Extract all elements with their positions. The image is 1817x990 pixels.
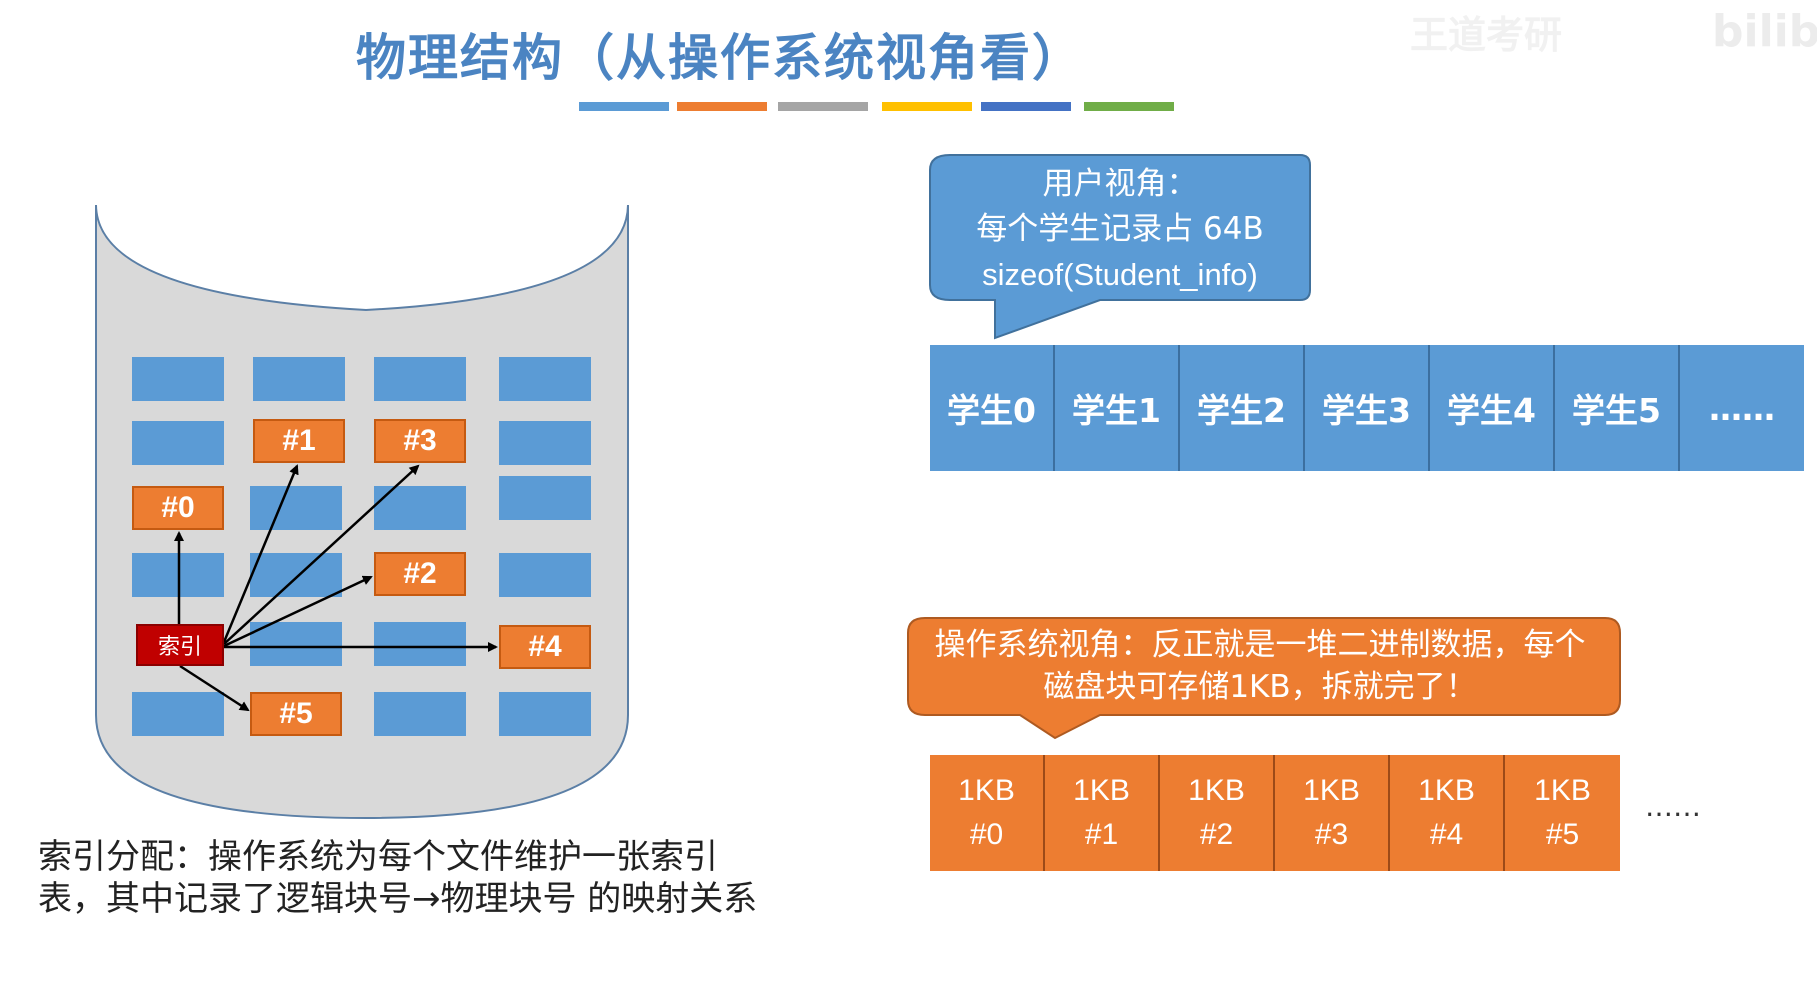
disk-block-3: #3 (374, 419, 466, 463)
user-view-bubble-shape (929, 154, 1311, 340)
disk-block (499, 421, 591, 465)
color-bar (778, 102, 868, 111)
disk-block-1: #1 (253, 419, 345, 463)
os-block-number: #0 (969, 818, 1004, 851)
os-block-size: 1KB (958, 774, 1015, 807)
os-block-1: 1KB #1 (1045, 755, 1160, 871)
os-block-number: #1 (1084, 818, 1119, 851)
disk-block (499, 476, 591, 520)
color-bar (1084, 102, 1174, 111)
index-block: 索引 (136, 624, 224, 666)
disk-block (253, 357, 345, 401)
student-record-5: 学生5 (1555, 345, 1680, 471)
user-view-title: 用户视角： (1042, 166, 1198, 202)
os-block-5: 1KB #5 (1505, 755, 1620, 871)
os-block-number: #3 (1314, 818, 1349, 851)
os-block-size: 1KB (1534, 774, 1591, 807)
disk-block-5: #5 (250, 692, 342, 736)
os-block-size: 1KB (1188, 774, 1245, 807)
os-block-size: 1KB (1303, 774, 1360, 807)
os-block-more: …… (1645, 790, 1701, 823)
os-block-size: 1KB (1073, 774, 1130, 807)
user-view-bubble-text: 用户视角： 每个学生记录占 64B sizeof(Student_info) (935, 162, 1305, 297)
os-block-2: 1KB #2 (1160, 755, 1275, 871)
student-record-2: 学生2 (1180, 345, 1305, 471)
user-view-sizeof: sizeof(Student_info) (982, 257, 1258, 292)
student-record-0: 学生0 (930, 345, 1055, 471)
student-record-1: 学生1 (1055, 345, 1180, 471)
watermark-logo: bilib (1712, 6, 1817, 57)
color-bar (981, 102, 1071, 111)
student-record-4: 学生4 (1430, 345, 1555, 471)
os-block-number: #5 (1545, 818, 1580, 851)
os-block-number: #2 (1199, 818, 1234, 851)
slide-title: 物理结构（从操作系统视角看） (356, 29, 1084, 87)
disk-block (132, 357, 224, 401)
user-view-record-size: 每个学生记录占 64B (976, 211, 1264, 247)
os-block-3: 1KB #3 (1275, 755, 1390, 871)
disk-block (499, 357, 591, 401)
os-block-number: #4 (1429, 818, 1464, 851)
disk-block (499, 692, 591, 736)
color-bar (579, 102, 669, 111)
student-record-3: 学生3 (1305, 345, 1430, 471)
student-record-more: …… (1680, 345, 1804, 471)
color-bar (677, 102, 767, 111)
disk-block (374, 692, 466, 736)
os-block-4: 1KB #4 (1390, 755, 1505, 871)
os-block-size: 1KB (1418, 774, 1475, 807)
watermark-text: 王道考研 (1410, 13, 1563, 57)
disk-block (374, 357, 466, 401)
index-allocation-caption: 索引分配：操作系统为每个文件维护一张索引表，其中记录了逻辑块号→物理块号 的映射… (38, 837, 758, 919)
disk-block (499, 553, 591, 597)
disk-block (132, 421, 224, 465)
os-block-0: 1KB #0 (930, 755, 1045, 871)
color-bar (882, 102, 972, 111)
os-view-bubble-shape (907, 617, 1621, 740)
disk-block-4: #4 (499, 625, 591, 669)
os-view-bubble-text: 操作系统视角：反正就是一堆二进制数据，每个磁盘块可存储1KB，拆就完了！ (934, 627, 1586, 705)
